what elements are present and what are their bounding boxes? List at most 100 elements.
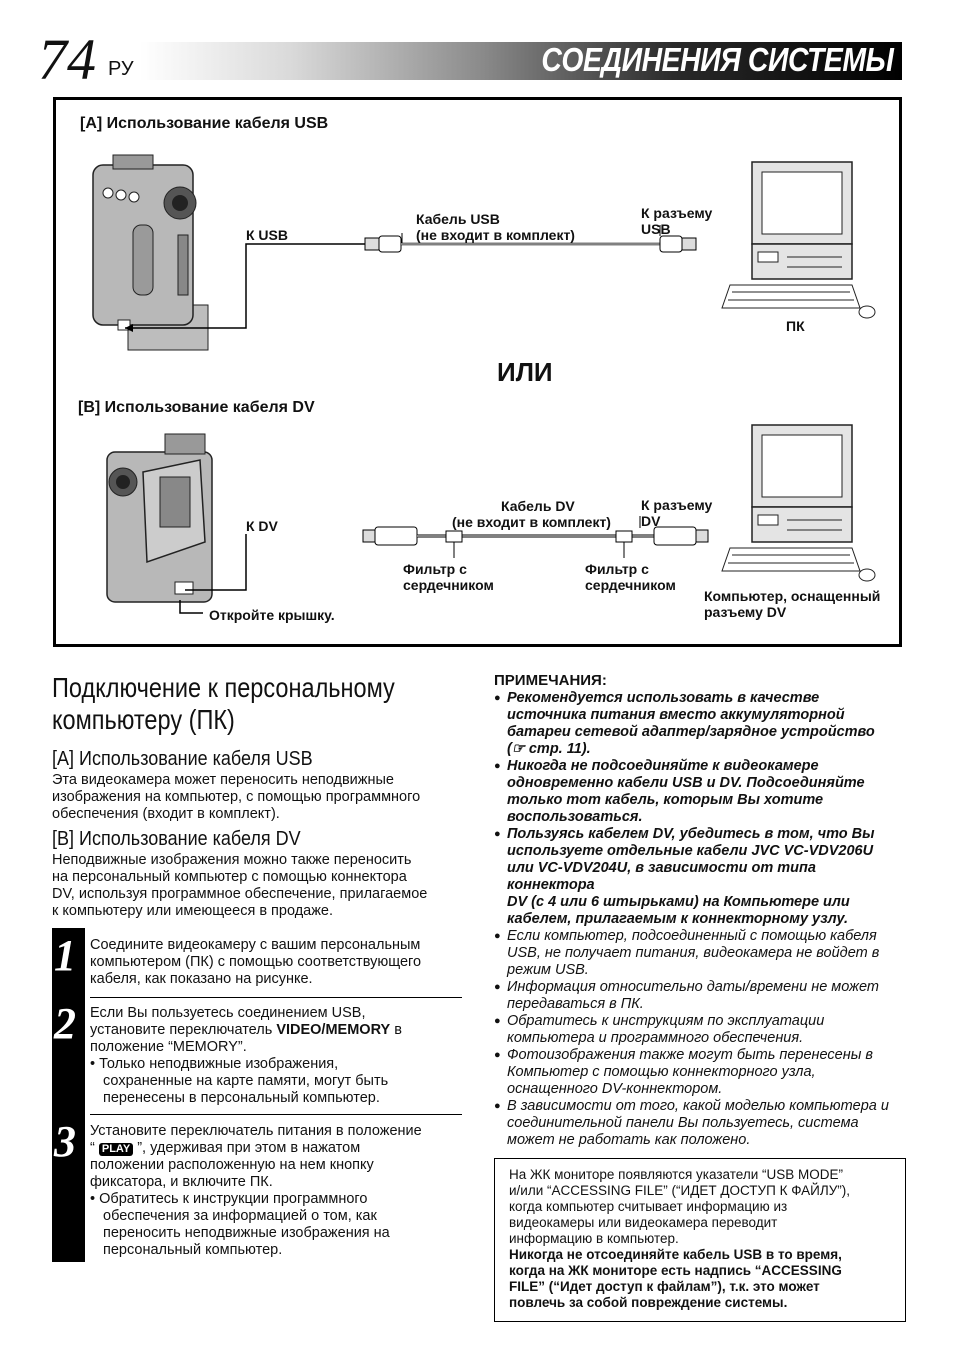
connection-diagram xyxy=(53,97,902,647)
step-line: фиксатора, и включите ПК. xyxy=(90,1174,273,1190)
subheading-b: [B] Использование кабеля DV xyxy=(52,828,301,850)
a-pc-label: ПК xyxy=(786,318,805,334)
step-3-text: Установите переключатель питания в полож… xyxy=(90,1123,462,1259)
b-pc-label-1: Компьютер, оснащенный xyxy=(704,588,881,604)
note-line: компьютера и программного обеспечения. xyxy=(507,1030,804,1046)
warning-line: когда компьютер считывает информацию из xyxy=(509,1199,788,1214)
step-divider xyxy=(90,1114,462,1115)
step-bullet: • Обратитесь к инструкции программного xyxy=(90,1191,368,1207)
b-filter1-label-1: Фильтр с xyxy=(403,561,467,577)
step-line: положение “MEMORY”. xyxy=(90,1039,247,1055)
page-language: РУ xyxy=(108,58,134,80)
a-cable-label-1: Кабель USB xyxy=(416,211,500,227)
warning-box: На ЖК мониторе появляются указатели “USB… xyxy=(494,1158,906,1322)
warning-bold-line: когда на ЖК мониторе есть надпись “ACCES… xyxy=(509,1263,842,1278)
pc-illustration-a xyxy=(721,161,876,319)
paragraph-b: Неподвижные изображения можно также пере… xyxy=(52,852,467,920)
step-1-number: 1 xyxy=(54,931,76,980)
note-line: Фотоизображения также могут быть перенес… xyxy=(507,1047,873,1063)
b-cable-label-2: (не входит в комплект) xyxy=(452,514,611,530)
note-item: Никогда не подсоединяйте к видеокамере о… xyxy=(494,758,906,826)
step-line: Установите переключатель питания в полож… xyxy=(90,1123,422,1139)
warning-line: На ЖК мониторе появляются указатели “USB… xyxy=(509,1167,843,1182)
steps-bar xyxy=(52,928,85,1262)
step-line-part: установите переключатель xyxy=(90,1022,277,1038)
step-bullet: обеспечения за информацией о том, как xyxy=(103,1208,377,1224)
warning-line: видеокамеры или видеокамера переводит xyxy=(509,1215,778,1230)
title-bar xyxy=(140,42,902,80)
b-filter1-label-2: сердечником xyxy=(403,577,494,593)
step-line: “ PLAY ”, удерживая при этом в нажатом xyxy=(90,1140,462,1157)
camcorder-illustration-b xyxy=(106,433,213,603)
note-item: Если компьютер, подсоединенный с помощью… xyxy=(494,928,906,979)
note-line: DV (с 4 или 6 штырьками) на Компьютере и… xyxy=(507,894,850,910)
paragraph-a-line: Эта видеокамера может переносить неподви… xyxy=(52,772,394,788)
step-bullet: перенесены в персональный компьютер. xyxy=(103,1090,380,1106)
note-line: передаваться в ПК. xyxy=(507,996,644,1012)
usb-cable-illustration xyxy=(125,225,697,332)
b-port-label-1: К разъему xyxy=(641,497,713,513)
note-line: режим USB. xyxy=(507,962,589,978)
step-divider xyxy=(90,997,462,998)
section-heading-line-2: компьютеру (ПК) xyxy=(52,704,235,735)
page-number: 74 xyxy=(38,27,96,92)
section-a-label: [A] Использование кабеля USB xyxy=(80,115,329,132)
section-heading: Подключение к персональному компьютеру (… xyxy=(52,672,455,736)
note-line: оснащенного DV-коннектором. xyxy=(507,1081,723,1097)
step-2-number: 2 xyxy=(54,999,76,1048)
note-line: источника питания вместо аккумуляторной xyxy=(507,707,845,723)
subheading-a: [A] Использование кабеля USB xyxy=(52,748,313,770)
step-bullet: сохраненные на карте памяти, могут быть xyxy=(103,1073,389,1089)
camcorder-dock-illustration xyxy=(92,154,209,351)
paragraph-b-line: Неподвижные изображения можно также пере… xyxy=(52,852,412,868)
section-heading-line-1: Подключение к персональному xyxy=(52,672,395,703)
paragraph-a-line: обеспечения (входит в комплект). xyxy=(52,806,280,822)
b-filter2-label-1: Фильтр с xyxy=(585,561,649,577)
note-item: Информация относительно даты/времени не … xyxy=(494,979,906,1013)
note-line: Никогда не подсоединяйте к видеокамере xyxy=(507,758,819,774)
step-line-part: в xyxy=(390,1022,402,1038)
a-cable-label-2: (не входит в комплект) xyxy=(416,227,575,243)
note-line: Пользуясь кабелем DV, убедитесь в том, ч… xyxy=(507,826,875,842)
notes-heading: ПРИМЕЧАНИЯ: xyxy=(494,672,607,689)
step-bullet: • Только неподвижные изображения, xyxy=(90,1056,339,1072)
note-item: Фотоизображения также могут быть перенес… xyxy=(494,1047,906,1098)
warning-bold-line: FILE” (“Идет доступ к файлам”), т.к. это… xyxy=(509,1279,820,1294)
note-line: Рекомендуется использовать в качестве xyxy=(507,690,820,706)
note-line: может не работать как положено. xyxy=(507,1132,751,1148)
paragraph-b-line: DV, используя программное обеспечение, п… xyxy=(52,886,428,902)
dv-cable-illustration xyxy=(179,516,709,614)
step-line: положении расположенную на нем кнопку xyxy=(90,1157,374,1173)
note-line: только тот кабель, которым Вы хотите xyxy=(507,792,824,808)
note-line: батареи сетевой адаптер/зарядное устройс… xyxy=(507,724,875,740)
notes-list: Рекомендуется использовать в качестве ис… xyxy=(494,690,906,1149)
note-line: Если компьютер, подсоединенный с помощью… xyxy=(507,928,877,944)
paragraph-b-line: на персональный компьютер с помощью конн… xyxy=(52,869,407,885)
step-line: установите переключатель VIDEO/MEMORY в xyxy=(90,1022,462,1039)
note-line: воспользоваться. xyxy=(507,809,643,825)
note-line: кабелем, прилагаемым к коннекторному узл… xyxy=(507,911,849,927)
warning-bold-line: Никогда не отсоединяйте кабель USB в то … xyxy=(509,1247,842,1262)
paragraph-b-line: к компьютеру или имеющееся в продаже. xyxy=(52,903,334,919)
page-title: СОЕДИНЕНИЯ СИСТЕМЫ xyxy=(541,41,895,78)
note-line: Информация относительно даты/времени не … xyxy=(507,979,879,995)
note-line: USB, не получает питания, видеокамера не… xyxy=(507,945,880,961)
paragraph-a: Эта видеокамера может переносить неподви… xyxy=(52,772,462,823)
note-item: В зависимости от того, какой моделью ком… xyxy=(494,1098,906,1149)
step-2-text: Если Вы пользуетесь соединением USB, уст… xyxy=(90,1005,462,1107)
note-line: используете отдельные кабели JVC VC-VDV2… xyxy=(507,843,874,859)
step-line: компьютером (ПК) с помощью соответствующ… xyxy=(90,954,422,970)
play-badge: PLAY xyxy=(98,1143,134,1156)
a-to-usb-label: К USB xyxy=(246,227,288,243)
b-open-cover-label: Откройте крышку. xyxy=(209,607,335,623)
a-port-label-2: USB xyxy=(641,221,671,237)
step-line-part: ”, удерживая при этом в нажатом xyxy=(133,1140,361,1156)
b-cable-label-1: Кабель DV xyxy=(501,498,575,514)
step-line: кабеля, как показано на рисунке. xyxy=(90,971,313,987)
step-1-text: Соедините видеокамеру с вашим персональн… xyxy=(90,937,462,988)
warning-line: информацию в компьютер. xyxy=(509,1231,679,1246)
paragraph-a-line: изображения на компьютер, с помощью прог… xyxy=(52,789,421,805)
warning-bold-line: повлечь за собой повреждение системы. xyxy=(509,1295,788,1310)
step-line-part: “ xyxy=(90,1140,99,1156)
b-filter2-label-2: сердечником xyxy=(585,577,676,593)
